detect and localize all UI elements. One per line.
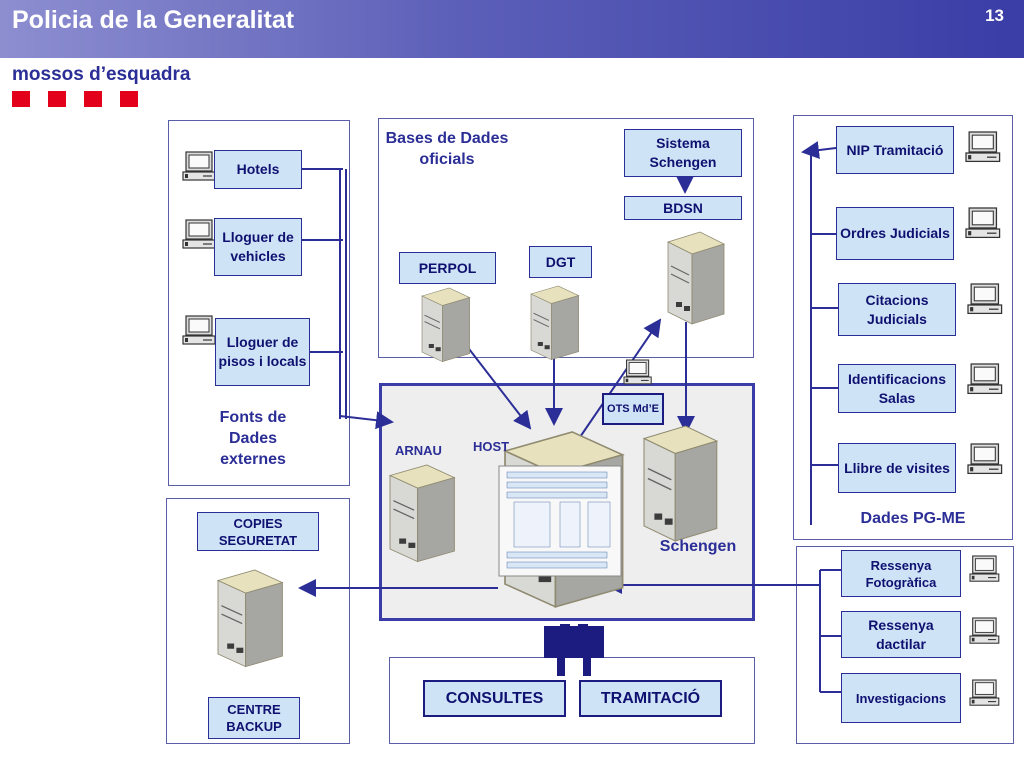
red-square-icon [84, 91, 102, 107]
host-label: HOST [473, 439, 510, 454]
official-databases-caption: Bases de Dades oficials [385, 130, 509, 168]
pgme-caption: Dades PG-ME [860, 510, 966, 527]
copies-seguretat-box[interactable]: COPIES SEGURETAT [197, 512, 319, 551]
ots-box[interactable]: OTS Md’E [602, 393, 664, 425]
header-subtitle: mossos d’esquadra [12, 64, 191, 85]
hotels-box[interactable]: Hotels [214, 150, 302, 189]
investigacions-box[interactable]: Investigacions [841, 673, 961, 723]
external-sources-caption: Fonts de Dades externes [219, 409, 287, 468]
header-bar: Policia de la Generalitat 13 [0, 0, 1024, 58]
red-square-icon [48, 91, 66, 107]
tramitacio-box[interactable]: TRAMITACIÓ [579, 680, 722, 717]
red-square-icon [120, 91, 138, 107]
page-number: 13 [985, 6, 1004, 25]
header-title: Policia de la Generalitat [12, 6, 295, 34]
llibre-visites-box[interactable]: Llibre de visites [838, 443, 956, 493]
ordres-judicials-box[interactable]: Ordres Judicials [836, 207, 954, 260]
perpol-box[interactable]: PERPOL [399, 252, 496, 284]
identificacions-salas-box[interactable]: Identificacions Salas [838, 364, 956, 413]
schengen-label: Schengen [659, 538, 737, 555]
dgt-box[interactable]: DGT [529, 246, 592, 278]
bdsn-box[interactable]: BDSN [624, 196, 742, 220]
ressenya-fotografica-box[interactable]: Ressenya Fotogràfica [841, 550, 961, 597]
sistema-schengen-box[interactable]: Sistema Schengen [624, 129, 742, 177]
lloguer-pisos-box[interactable]: Lloguer de pisos i locals [215, 318, 310, 386]
consultes-box[interactable]: CONSULTES [423, 680, 566, 717]
ressenya-dactilar-box[interactable]: Ressenya dactilar [841, 611, 961, 658]
arnau-label: ARNAU [395, 443, 442, 458]
lloguer-vehicles-box[interactable]: Lloguer de vehicles [214, 218, 302, 276]
red-square-icon [12, 91, 30, 107]
citacions-judicials-box[interactable]: Citacions Judicials [838, 283, 956, 336]
centre-backup-box[interactable]: CENTRE BACKUP [208, 697, 300, 739]
nip-tramitacio-box[interactable]: NIP Tramitació [836, 126, 954, 174]
